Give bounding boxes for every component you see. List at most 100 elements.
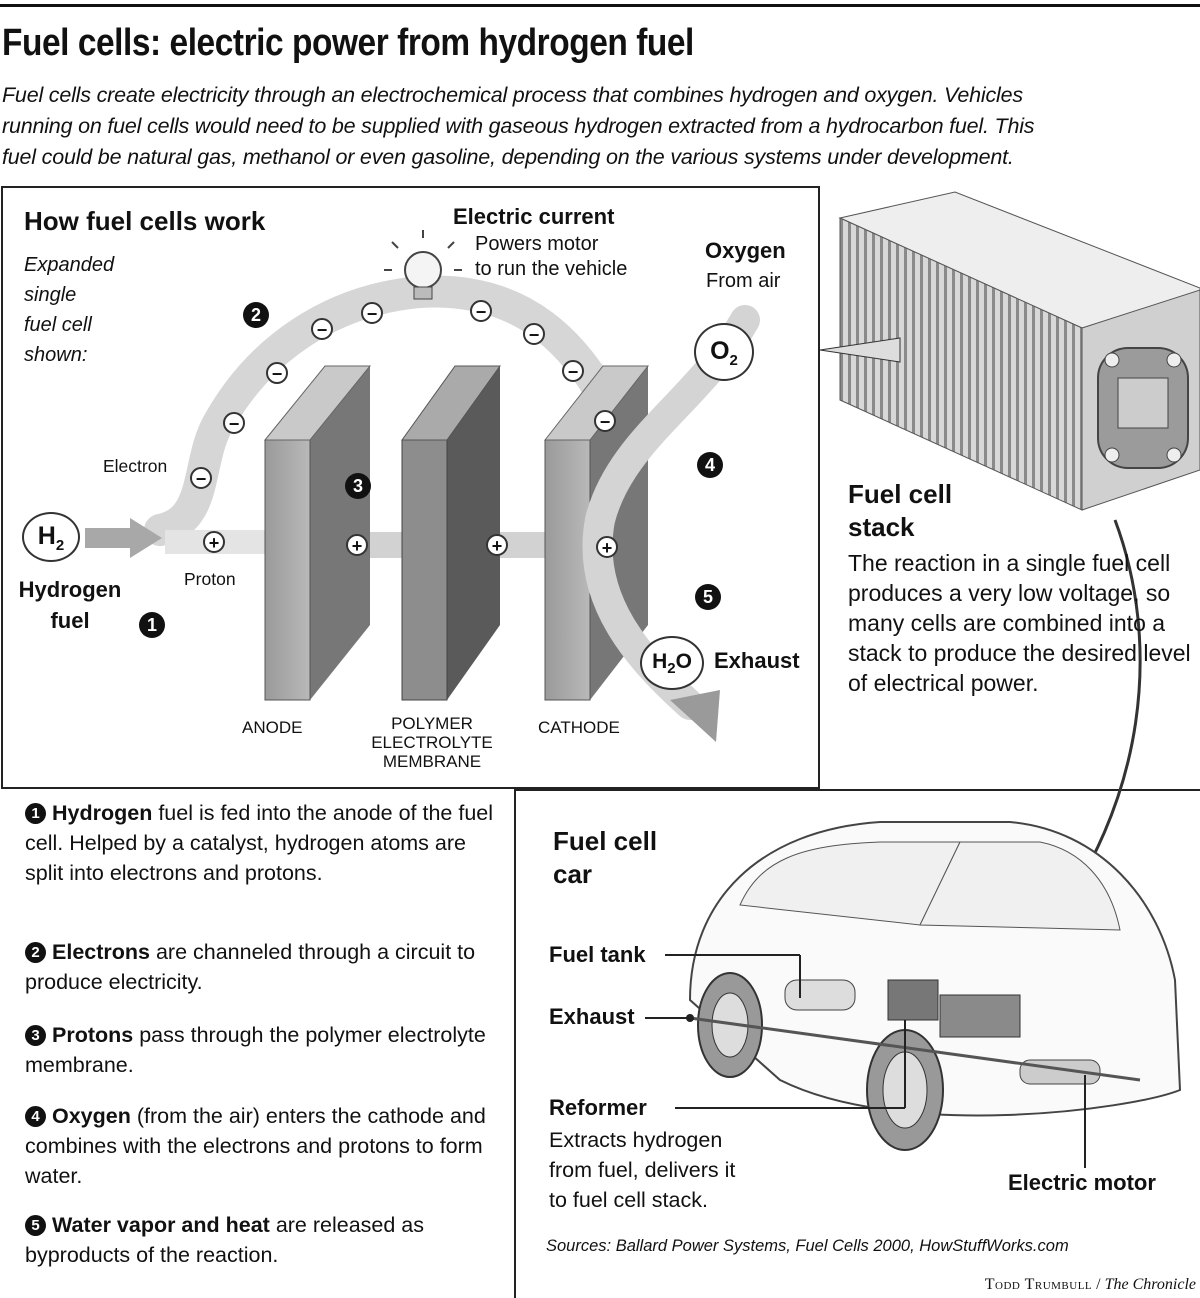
electron-icon: − (523, 323, 545, 345)
step-number: 3 (25, 1025, 46, 1046)
car-illustration (688, 821, 1182, 1151)
reformer-description: Extracts hydrogen from fuel, delivers it… (549, 1125, 735, 1215)
step-5: 5 Water vapor and heat are released as by… (25, 1210, 505, 1270)
page-title: Fuel cells: electric power from hydrogen… (2, 22, 694, 64)
electric-motor-label: Electric motor (1008, 1170, 1156, 1195)
step-keyword: Water vapor and heat (52, 1213, 270, 1237)
hydrogen-fuel-line: Hydrogen (18, 577, 122, 602)
reformer-line: to fuel cell stack. (549, 1188, 708, 1212)
step-keyword: Hydrogen (52, 801, 153, 825)
o2-molecule: O2 (694, 323, 754, 381)
oxygen-label: Oxygen (705, 238, 786, 263)
anode-label: ANODE (242, 718, 303, 737)
step-number: 4 (25, 1106, 46, 1127)
proton-icon: + (346, 534, 368, 556)
caption-line: single (24, 284, 77, 306)
step-marker-5: 5 (695, 584, 721, 610)
o2-symbol: O (710, 337, 730, 365)
caption-line: Expanded (24, 254, 115, 276)
proton-icon: + (596, 536, 618, 558)
intro-text: Fuel cells create electricity through an… (2, 80, 1197, 173)
anode-plate (264, 439, 311, 701)
anode-plate-side (310, 366, 370, 700)
reformer-line: Extracts hydrogen (549, 1128, 723, 1152)
h2-molecule: H2 (22, 512, 80, 562)
step-text: are channeled through a circuit to produ… (25, 940, 476, 994)
electron-icon: − (223, 412, 245, 434)
stack-heading-line: stack (848, 512, 915, 542)
h2o-molecule: H2O (640, 636, 704, 690)
exhaust-arrowhead (670, 690, 720, 742)
diagram-heading: How fuel cells work (24, 206, 266, 236)
step-text: are released as byproducts of the reacti… (25, 1213, 425, 1267)
electron-label: Electron (103, 456, 168, 476)
h2-subscript: 2 (55, 537, 65, 554)
intro-line: Fuel cells create electricity through an… (2, 83, 1023, 107)
proton-icon: + (203, 531, 225, 553)
membrane-line: MEMBRANE (382, 752, 482, 771)
credit-line: Todd Trumbull / The Chronicle (985, 1276, 1196, 1294)
from-air-label: From air (706, 270, 781, 292)
cathode-label: CATHODE (538, 718, 620, 737)
powers-motor-label: Powers motor to run the vehicle (475, 232, 627, 282)
electron-icon: − (190, 467, 212, 489)
stack-description: The reaction in a single fuel cell produ… (848, 550, 1191, 696)
credit-separator: / (1092, 1276, 1105, 1293)
fuel-tank-label: Fuel tank (549, 942, 646, 967)
powers-motor-line: to run the vehicle (475, 258, 628, 280)
step-marker-3: 3 (345, 473, 371, 499)
hydrogen-fuel-line: fuel (50, 608, 90, 633)
electron-icon: − (311, 318, 333, 340)
exhaust-leader-dot (686, 1014, 694, 1022)
electron-icon: − (266, 362, 288, 384)
step-keyword: Electrons (52, 940, 150, 964)
step-2: 2 Electrons are channeled through a circu… (25, 937, 505, 997)
reformer-label: Reformer (549, 1095, 647, 1120)
membrane-line: POLYMER (391, 714, 473, 733)
intro-line: running on fuel cells would need to be s… (2, 114, 1035, 138)
step-number: 2 (25, 942, 46, 963)
electron-icon: − (562, 360, 584, 382)
diagram-caption: Expanded single fuel cell shown: (24, 250, 114, 370)
electron-icon: − (361, 302, 383, 324)
membrane-plate-side (447, 366, 500, 700)
reformer-line: from fuel, delivers it (549, 1158, 736, 1182)
o2-subscript: 2 (729, 352, 738, 369)
credit-paper: The Chronicle (1104, 1276, 1196, 1293)
h2o-symbol-h: H (652, 650, 668, 673)
electric-current-label: Electric current (453, 204, 615, 229)
electron-icon: − (594, 410, 616, 432)
membrane-label: POLYMER ELECTROLYTE MEMBRANE (364, 714, 500, 771)
stack-heading-line: Fuel cell (848, 479, 953, 509)
cathode-plate-top (543, 365, 650, 441)
electron-icon: − (470, 300, 492, 322)
credit-name: Todd Trumbull (984, 1276, 1093, 1293)
membrane-plate-top (401, 365, 501, 441)
step-keyword: Protons (52, 1023, 134, 1047)
light-bulb-icon (384, 230, 462, 300)
membrane-plate (401, 439, 448, 701)
intro-line: fuel could be natural gas, methanol or e… (2, 145, 1014, 169)
step-number: 1 (25, 803, 46, 824)
top-rule (0, 4, 1200, 7)
proton-icon: + (486, 534, 508, 556)
step-marker-4: 4 (697, 452, 723, 478)
h2-symbol: H (37, 522, 56, 550)
car-exhaust-label: Exhaust (549, 1004, 635, 1029)
h2o-symbol-o: O (675, 650, 692, 673)
anode-plate-top (263, 365, 372, 441)
proton-label: Proton (184, 569, 236, 589)
membrane-line: ELECTROLYTE (371, 733, 493, 752)
cathode-plate (544, 439, 591, 701)
caption-line: fuel cell (24, 314, 92, 336)
step-text: (from the air) enters the cathode and co… (25, 1104, 486, 1188)
exhaust-label: Exhaust (714, 648, 800, 673)
step-number: 5 (25, 1215, 46, 1236)
step-text: fuel is fed into the anode of the fuel c… (25, 801, 494, 885)
hydrogen-fuel-label: Hydrogen fuel (14, 574, 126, 636)
step-marker-2: 2 (243, 302, 269, 328)
step-marker-1: 1 (139, 612, 165, 638)
step-1: 1 Hydrogen fuel is fed into the anode of … (25, 798, 505, 888)
